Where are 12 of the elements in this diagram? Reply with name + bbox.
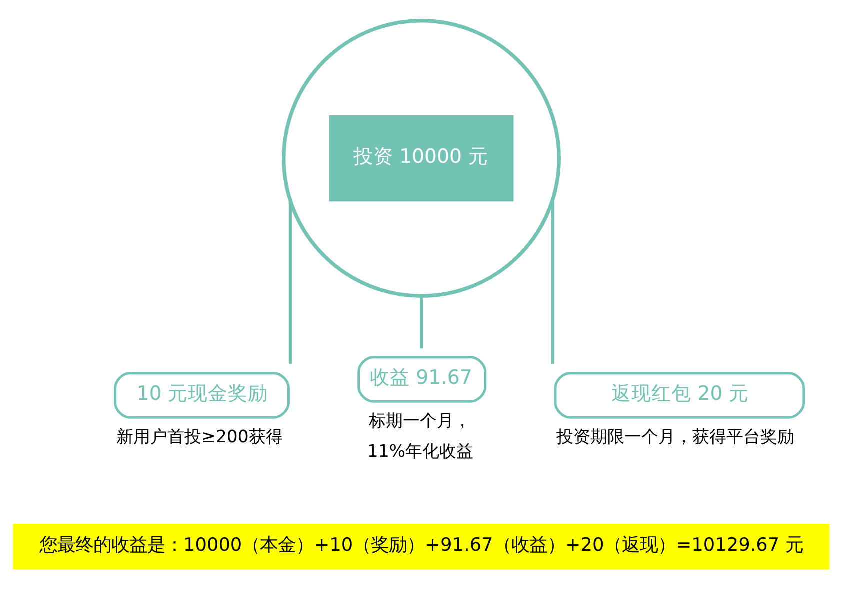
node-label: 新用户首投≥200获得 <box>116 427 282 448</box>
connector <box>550 198 554 364</box>
connector <box>419 296 423 349</box>
label: 您最终的收益是：10000（本金）+10（奖励）+91.67（收益）+20（返现）=10129.67 元 <box>39 535 803 556</box>
node-label: 投资期限一个月，获得平台奖励 <box>556 427 794 448</box>
node-label: 11%年化收益 <box>366 442 474 462</box>
connector <box>288 200 292 364</box>
node-label: 标期一个月， <box>368 411 471 432</box>
node-box: 收益 91.67 <box>357 356 486 403</box>
node-circle: 投资 10000 元 <box>282 19 560 298</box>
node-box: 10 元现金奖励 <box>114 372 290 419</box>
node-box: 返现红包 20 元 <box>554 372 805 419</box>
